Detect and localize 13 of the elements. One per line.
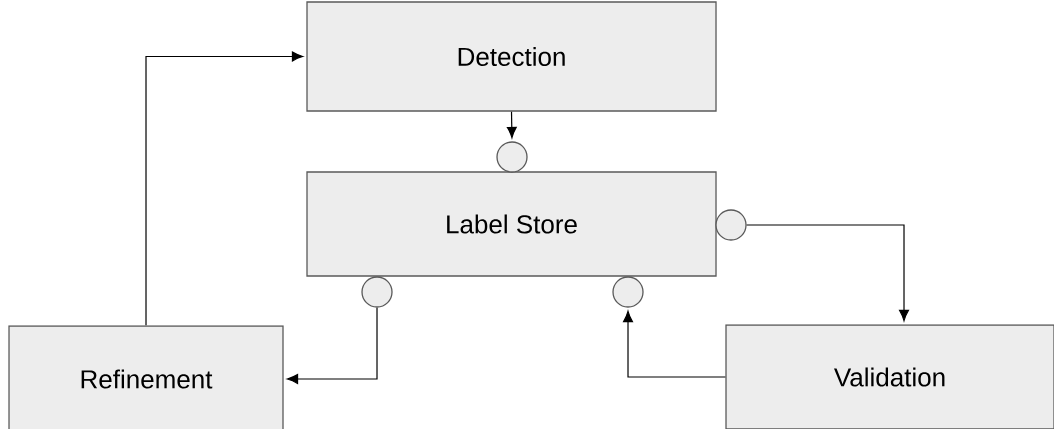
process-box: Validation xyxy=(725,324,1054,429)
arrow xyxy=(286,307,378,384)
interface-circle xyxy=(715,209,747,241)
arrow xyxy=(506,111,517,139)
interface-circle xyxy=(361,276,393,308)
interface-circle xyxy=(496,141,528,173)
arrow xyxy=(746,224,909,322)
process-box: Label Store xyxy=(306,171,717,277)
interface-circle xyxy=(612,276,644,308)
process-box: Refinement xyxy=(8,325,284,429)
process-box: Detection xyxy=(306,1,717,112)
arrow xyxy=(145,51,304,326)
arrow xyxy=(623,310,726,378)
